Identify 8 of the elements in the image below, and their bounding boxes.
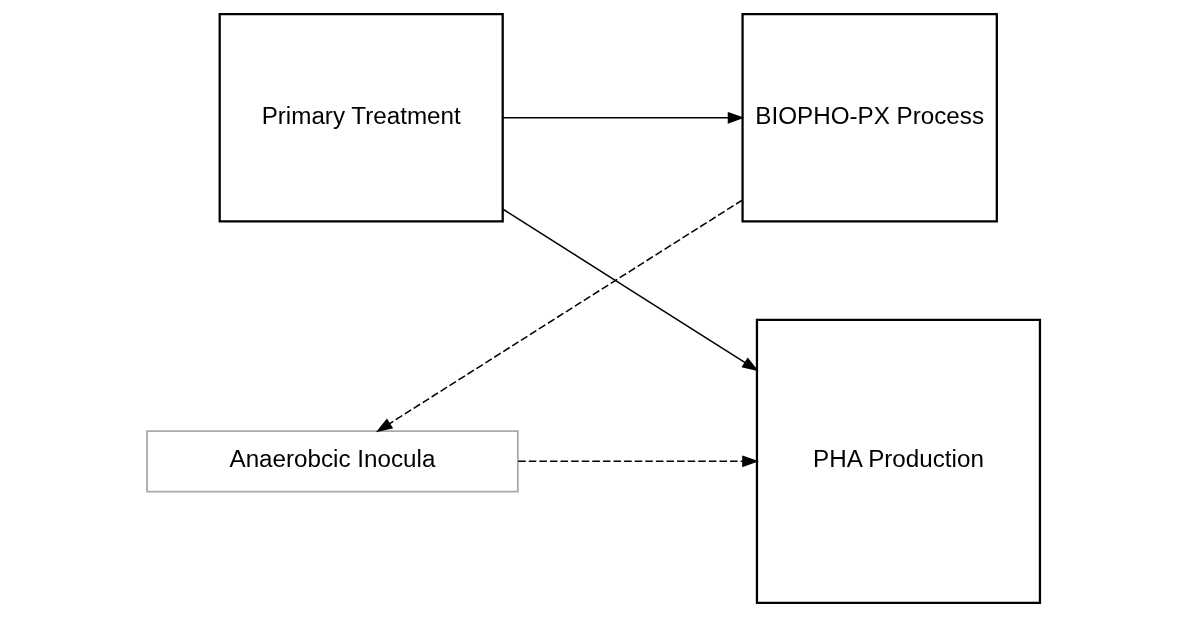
node-box: Primary Treatment [218,13,504,223]
arrow [501,208,759,372]
node-box: BIOPHO-PX Process [740,13,998,223]
node-box: PHA Production [755,318,1041,604]
node-box: Anaerobcic Inocula [145,430,519,493]
arrow [501,112,744,124]
arrow [516,455,759,468]
arrow [375,199,743,433]
